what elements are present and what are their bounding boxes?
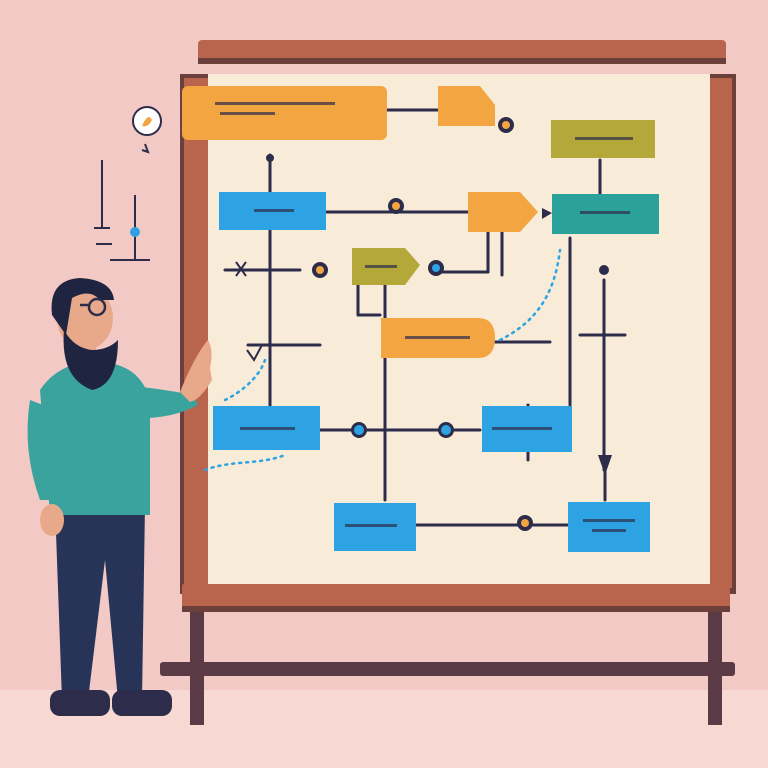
dotted-paths bbox=[203, 248, 562, 472]
flowchart-box-olive-2 bbox=[352, 248, 420, 285]
flowchart-box-blue-3 bbox=[482, 406, 572, 452]
idea-bulb-icon bbox=[132, 106, 162, 154]
decorative-dot bbox=[130, 227, 140, 237]
connector-nodes bbox=[266, 117, 609, 531]
board-top-rail bbox=[198, 40, 726, 62]
flowchart-box-orange-2 bbox=[468, 192, 538, 232]
flowchart-box-teal bbox=[552, 194, 659, 234]
flowchart-box-blue-4 bbox=[334, 503, 416, 551]
flowchart-box-orange-top bbox=[182, 86, 387, 140]
flowchart-box-olive-top bbox=[551, 120, 655, 158]
board-scribbles bbox=[235, 261, 263, 362]
flowchart-box-blue-5 bbox=[568, 502, 650, 552]
flowchart-box-blue-1 bbox=[219, 192, 326, 230]
flowchart-box-blue-2 bbox=[213, 406, 320, 450]
person-presenting bbox=[27, 278, 212, 716]
flowchart-box-orange-3 bbox=[381, 318, 495, 358]
board-stand bbox=[160, 585, 735, 725]
flowchart-box-orange-tab bbox=[438, 86, 495, 126]
board-tray bbox=[182, 584, 730, 610]
